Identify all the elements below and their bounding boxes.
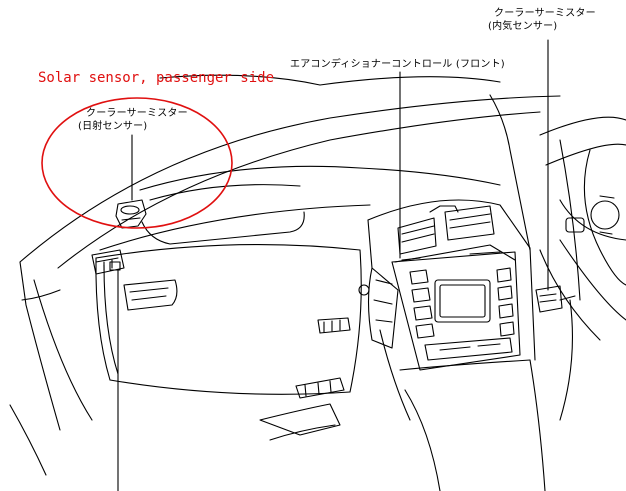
- lower-vent-bottom: [295, 377, 345, 399]
- center-vents: [397, 205, 495, 255]
- left-pillar: [9, 261, 93, 476]
- windshield-edge: [19, 74, 561, 269]
- instrument-pillar: [489, 94, 581, 421]
- annotation-ellipse: [41, 97, 233, 229]
- interior-sensor-label-line1: クーラーサーミスター: [494, 8, 596, 19]
- solar-sensor-label-line1: クーラーサーミスター: [86, 108, 188, 119]
- right-switch-cluster: [535, 285, 576, 313]
- dashboard-top: [99, 165, 501, 251]
- knee-panel: [259, 403, 341, 441]
- connector-part: [91, 249, 125, 275]
- glove-box-handle: [123, 279, 178, 311]
- steering-wheel: [539, 116, 626, 341]
- lower-vent-left: [317, 317, 351, 334]
- interior-sensor-label-line2: (内気センサー): [488, 21, 558, 32]
- annotation-text: Solar sensor, passenger side: [38, 70, 275, 86]
- console-bracket: [358, 267, 399, 349]
- solar-sensor-label-line2: (日射センサー): [78, 121, 148, 132]
- solar-sensor: [115, 199, 147, 229]
- ac-control-label: エアコンディショナーコントロール (フロント): [290, 59, 505, 70]
- ac-control-unit: [391, 251, 521, 371]
- center-console: [367, 199, 546, 491]
